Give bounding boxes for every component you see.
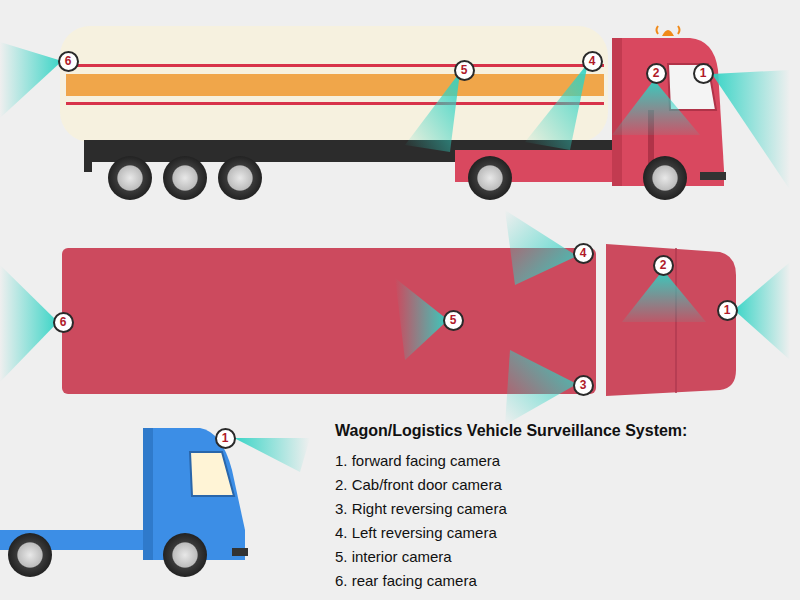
callout-number: 4: [573, 243, 594, 264]
callout-number: 1: [693, 63, 714, 84]
legend-item: 3. Right reversing camera: [335, 500, 507, 517]
callout-number: 3: [573, 375, 594, 396]
callout-number: 4: [582, 51, 603, 72]
callout-number: 2: [653, 255, 674, 276]
callout-number: 2: [646, 63, 667, 84]
callout-number: 6: [53, 312, 74, 333]
legend-item: 5. interior camera: [335, 548, 452, 565]
callout-number: 1: [717, 300, 738, 321]
callout-number: 5: [443, 310, 464, 331]
legend-item: 4. Left reversing camera: [335, 524, 497, 541]
legend-item: 2. Cab/front door camera: [335, 476, 502, 493]
legend-item: 6. rear facing camera: [335, 572, 477, 589]
legend-item: 1. forward facing camera: [335, 452, 500, 469]
callout-number: 5: [454, 60, 475, 81]
callout-number: 1: [215, 428, 236, 449]
diagram-title: Wagon/Logistics Vehicle Surveillance Sys…: [335, 422, 687, 440]
callout-number: 6: [58, 51, 79, 72]
